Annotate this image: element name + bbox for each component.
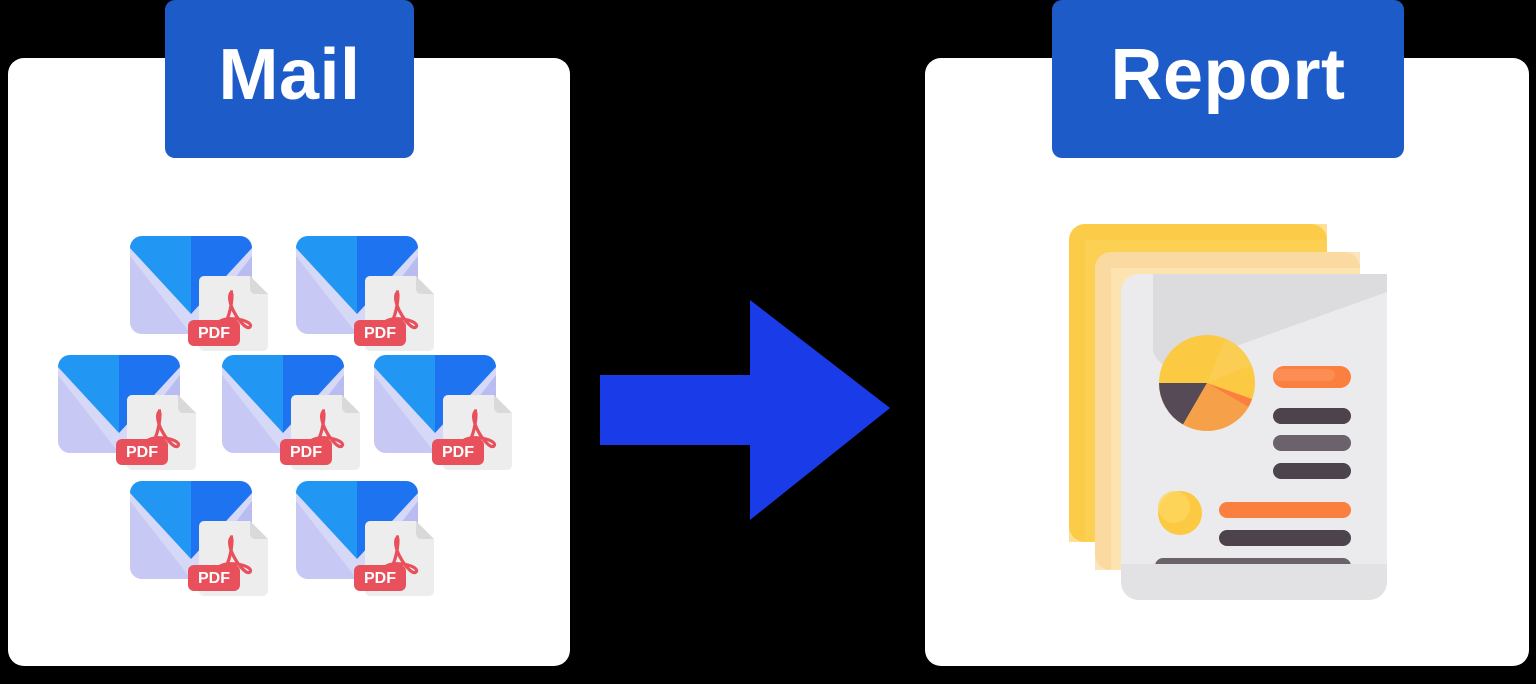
acrobat-logo-icon [142, 409, 181, 450]
pdf-attachment-icon: PDF [280, 395, 360, 470]
tab-mail[interactable]: Mail [165, 0, 414, 158]
svg-text:PDF: PDF [126, 444, 158, 461]
tab-report-label: Report [1110, 35, 1346, 115]
pdf-attachment-icon: PDF [354, 521, 434, 596]
mail-items-grid: PDF PD [8, 58, 570, 666]
mail-item[interactable]: PDF [128, 228, 278, 358]
pdf-attachment-icon: PDF [116, 395, 196, 470]
report-bullet-row [1155, 491, 1351, 574]
pdf-attachment-icon: PDF [188, 521, 268, 596]
mail-item[interactable]: PDF [372, 347, 522, 477]
pdf-attachment-icon: PDF [432, 395, 512, 470]
svg-text:PDF: PDF [442, 444, 474, 461]
mail-item[interactable]: PDF [128, 473, 278, 603]
acrobat-logo-icon [380, 290, 419, 331]
mail-item[interactable]: PDF [220, 347, 370, 477]
acrobat-logo-icon [214, 535, 253, 576]
acrobat-logo-icon [380, 535, 419, 576]
pdf-attachment-icon: PDF [354, 276, 434, 351]
acrobat-logo-icon [458, 409, 497, 450]
svg-text:PDF: PDF [364, 570, 396, 587]
pdf-attachment-icon: PDF [188, 276, 268, 351]
acrobat-logo-icon [306, 409, 345, 450]
svg-text:PDF: PDF [198, 570, 230, 587]
report-text-bars [1273, 366, 1351, 479]
pie-chart-icon [1159, 335, 1255, 431]
mail-item[interactable]: PDF [56, 347, 206, 477]
svg-text:PDF: PDF [364, 325, 396, 342]
transform-arrow [600, 290, 896, 530]
report-documents-stack[interactable] [1055, 218, 1400, 610]
tab-mail-label: Mail [218, 35, 361, 115]
acrobat-logo-icon [214, 290, 253, 331]
mail-item[interactable]: PDF [294, 228, 444, 358]
tab-report[interactable]: Report [1052, 0, 1404, 158]
svg-text:PDF: PDF [198, 325, 230, 342]
arrow-right-icon [600, 300, 890, 520]
mail-item[interactable]: PDF [294, 473, 444, 603]
svg-text:PDF: PDF [290, 444, 322, 461]
